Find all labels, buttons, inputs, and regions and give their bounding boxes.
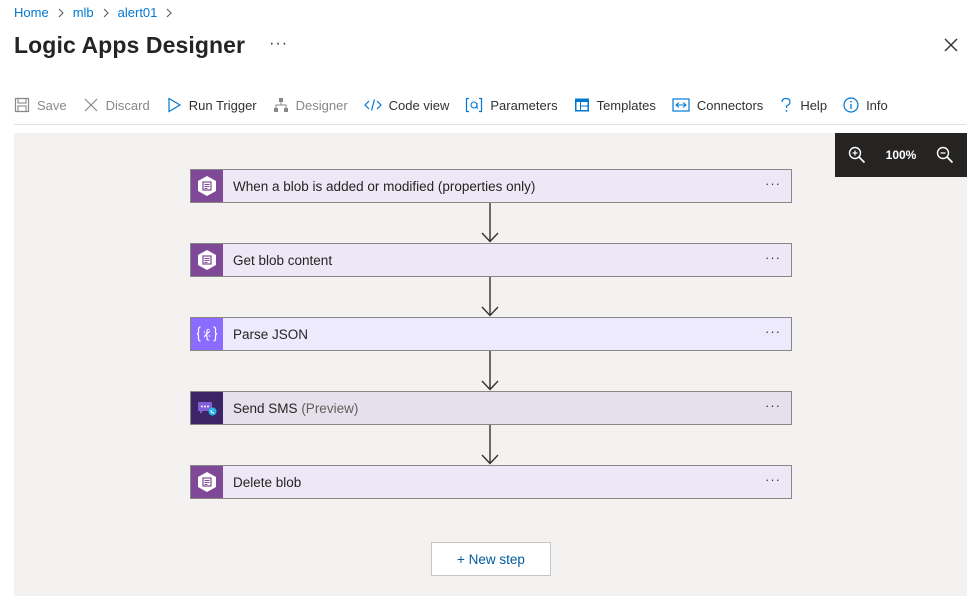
code-view-label: Code view [388,97,450,113]
step-more-button[interactable]: ··· [765,472,781,487]
step-more-button[interactable]: ··· [765,324,781,339]
step-card[interactable]: { Parse JSON ··· [190,317,792,351]
step-label: Parse JSON [233,326,309,342]
step-label: Get blob content [233,252,333,268]
step-more-button[interactable]: ··· [765,250,781,265]
breadcrumb-mlb[interactable]: mlb [72,5,94,20]
code-icon [363,99,382,111]
templates-label: Templates [596,97,656,113]
parameters-label: Parameters [490,97,558,113]
info-label: Info [866,97,888,113]
designer-icon [273,98,288,112]
step-card[interactable]: Delete blob ··· [190,465,792,499]
save-icon [14,97,30,113]
discard-button[interactable]: Discard [83,97,150,113]
connectors-label: Connectors [696,97,764,113]
blob-storage-icon [198,250,216,270]
parameters-button[interactable]: Parameters [465,97,558,113]
code-view-button[interactable]: Code view [363,97,450,113]
step-more-button[interactable]: ··· [765,398,781,413]
chevron-right-icon [58,8,64,17]
save-button[interactable]: Save [14,97,67,113]
page-title: Logic Apps Designer [14,32,246,58]
zoom-in-icon[interactable] [847,145,867,165]
play-icon [168,97,181,113]
flow-arrow [481,277,499,317]
discard-label: Discard [105,97,150,113]
breadcrumb-alert01[interactable]: alert01 [117,5,158,20]
help-icon [781,97,791,112]
chevron-right-icon [103,8,109,17]
blob-storage-icon [198,472,216,492]
connectors-icon [672,98,690,112]
step-icon-box [191,392,223,424]
step-card[interactable]: When a blob is added or modified (proper… [190,169,792,203]
flow-arrow [481,351,499,391]
step-icon-box [191,466,223,498]
new-step-button[interactable]: + New step [431,542,551,576]
breadcrumb: Home mlb alert01 [14,5,181,20]
parameters-icon [466,97,483,113]
discard-icon [84,98,98,112]
run-trigger-label: Run Trigger [188,97,257,113]
step-card[interactable]: Send SMS (Preview) ··· [190,391,792,425]
connectors-button[interactable]: Connectors [672,97,763,113]
info-button[interactable]: Info [843,97,888,113]
info-icon [843,97,859,113]
toolbar-divider [14,124,966,125]
breadcrumb-home[interactable]: Home [14,5,49,20]
title-row: Logic Apps Designer ··· [14,32,288,59]
blob-storage-icon [198,176,216,196]
close-icon[interactable] [942,36,960,54]
designer-button[interactable]: Designer [273,97,348,113]
step-icon-box: { [191,318,223,350]
step-icon-box [191,170,223,202]
step-label-suffix: (Preview) [301,400,359,416]
step-label: Send SMS (Preview) [233,400,359,416]
help-button[interactable]: Help [779,97,827,113]
toolbar: Save Discard Run Trigger Designer Code v… [14,92,904,118]
templates-icon [574,98,589,112]
help-label: Help [800,97,828,113]
flow-arrow [481,425,499,465]
data-operations-icon: { [196,326,218,342]
templates-button[interactable]: Templates [574,97,656,113]
designer-canvas[interactable]: 100% When a blob is added or modified (p… [14,133,967,596]
sms-icon [198,402,217,416]
zoom-out-icon[interactable] [935,145,955,165]
step-icon-box [191,244,223,276]
zoom-controls: 100% [835,133,967,177]
save-label: Save [37,97,67,113]
run-trigger-button[interactable]: Run Trigger [166,97,257,113]
step-label: Delete blob [233,474,302,490]
chevron-right-icon [167,8,173,17]
step-label: When a blob is added or modified (proper… [233,178,536,194]
more-options-button[interactable]: ··· [269,34,289,52]
flow-arrow [481,203,499,243]
step-card[interactable]: Get blob content ··· [190,243,792,277]
designer-label: Designer [295,97,348,113]
zoom-level: 100% [885,148,917,162]
step-more-button[interactable]: ··· [765,176,781,191]
